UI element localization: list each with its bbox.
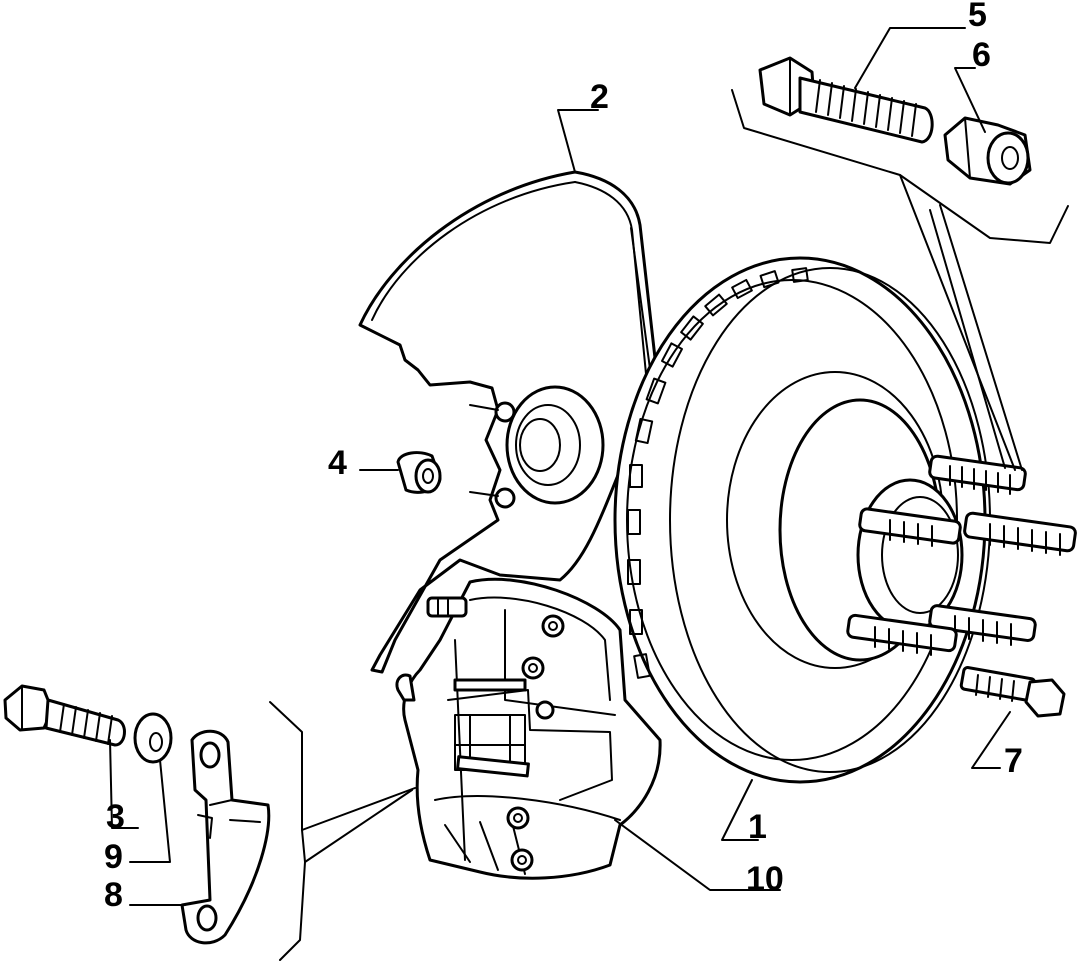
callout-10: 10 (746, 860, 784, 898)
callout-9: 9 (104, 838, 123, 876)
caliper-bolt (758, 56, 934, 144)
brake-caliper (395, 577, 662, 880)
group-bracket-5-6 (731, 89, 1069, 244)
callout-5: 5 (968, 0, 987, 34)
caliper-nut (943, 116, 1032, 186)
wheel-stud (928, 454, 1027, 495)
callout-3: 3 (106, 798, 125, 836)
dust-shield (358, 170, 664, 674)
shield-nut (396, 451, 442, 494)
mounting-bracket (180, 729, 271, 945)
callout-8: 8 (104, 876, 123, 914)
callout-4: 4 (328, 444, 347, 482)
bracket-bolt (3, 684, 126, 747)
callout-6: 6 (972, 36, 991, 74)
washer (133, 712, 173, 764)
callout-1: 1 (748, 808, 767, 846)
wheel-stud (963, 511, 1077, 556)
leader-lines (109, 27, 1011, 906)
wheel-stud (858, 507, 962, 547)
disc-fixing-screw (959, 666, 1066, 718)
callout-2: 2 (590, 78, 609, 116)
callout-7: 7 (1004, 742, 1023, 780)
wheel-stud (928, 604, 1037, 646)
group-bracket-10 (269, 701, 306, 961)
wheel-stud (846, 613, 958, 656)
wheel-studs (846, 454, 1077, 656)
disc-vent-slots (627, 267, 809, 679)
